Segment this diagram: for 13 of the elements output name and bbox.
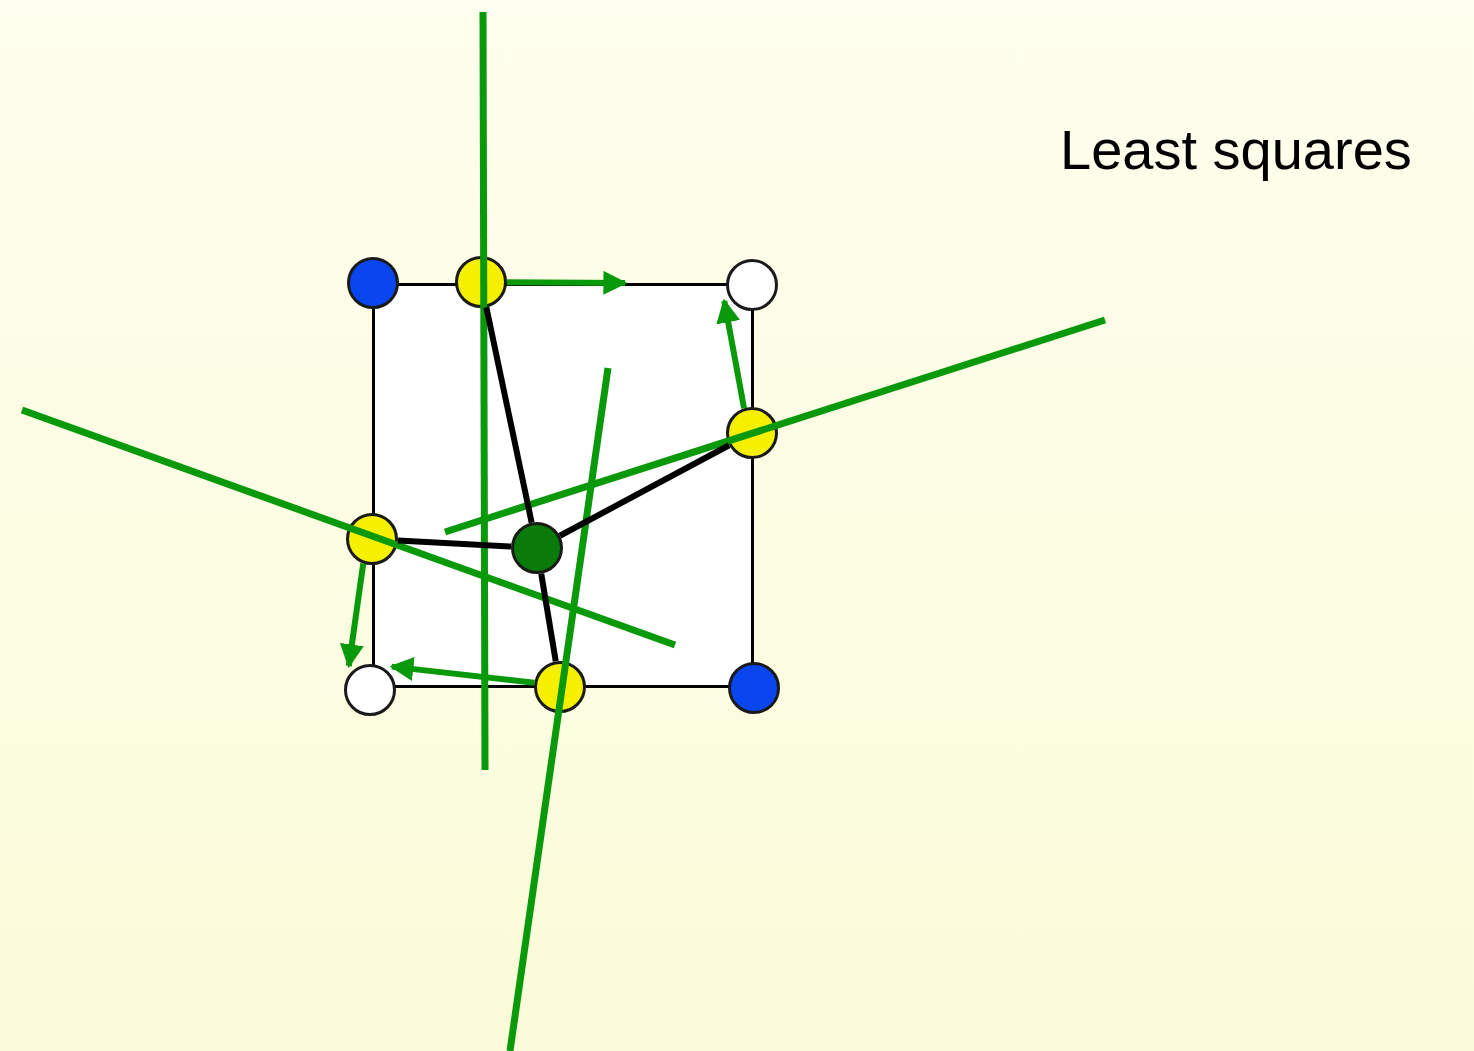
connector-line [397, 537, 512, 550]
vertex-point [511, 522, 563, 574]
normal-arrow [339, 563, 367, 669]
normal-arrow [716, 298, 748, 409]
normal-arrow [506, 270, 628, 295]
corner-point [347, 257, 399, 309]
corner-point [344, 664, 396, 716]
connector-line [483, 306, 535, 524]
corner-point [726, 259, 778, 311]
connector-line [558, 442, 731, 539]
normal-arrow [389, 657, 535, 686]
corner-point [728, 662, 780, 714]
connector-line [538, 573, 559, 662]
